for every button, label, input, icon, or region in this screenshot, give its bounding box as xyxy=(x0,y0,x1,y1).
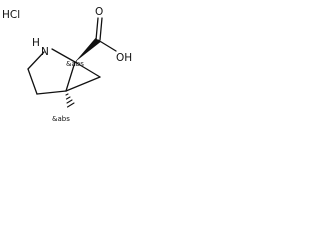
bond-c6-to-c5 xyxy=(65,76,101,92)
carbonyl-oxygen-label: O xyxy=(95,6,103,18)
amine-n-label: N xyxy=(41,46,49,58)
hydroxyl-label: OH xyxy=(116,52,132,64)
bond-c1-to-c6 xyxy=(74,61,101,78)
bond-carbonyl-double-1 xyxy=(95,17,99,41)
amine-h-label: H xyxy=(32,37,40,49)
bond-c2-to-c3 xyxy=(27,68,38,95)
bond-lines xyxy=(27,17,117,95)
stereo-label-upper: &abs xyxy=(66,60,84,68)
chemical-structure: HCl H N O OH &abs &abs xyxy=(2,6,132,123)
bond-c3-to-c5 xyxy=(36,90,67,95)
bond-c1-to-n xyxy=(51,48,76,63)
bond-n-to-c2 xyxy=(27,51,45,70)
bond-carbonyl-double-2 xyxy=(99,17,103,41)
bond-carboxyl-c-to-oh xyxy=(97,39,117,52)
wedge-bond-c1-to-carboxyl xyxy=(75,38,101,62)
stereo-label-lower: &abs xyxy=(52,115,70,123)
hashed-bond-c5-to-h xyxy=(65,93,75,108)
hcl-label: HCl xyxy=(2,9,20,21)
bond-c5-to-c1 xyxy=(65,61,76,92)
